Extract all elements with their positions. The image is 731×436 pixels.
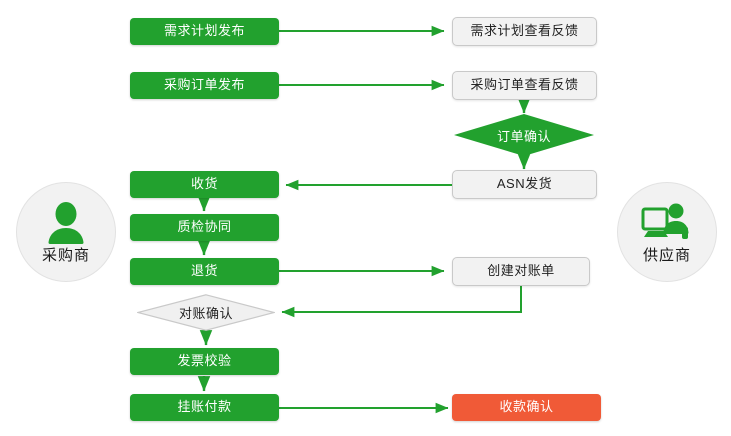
node-po-feedback-label: 采购订单查看反馈 <box>470 77 579 93</box>
node-receipt-confirm[interactable]: 收款确认 <box>452 394 601 421</box>
node-demand-plan-feedback[interactable]: 需求计划查看反馈 <box>452 17 597 46</box>
node-return-goods-label: 退货 <box>190 263 218 279</box>
node-payment-posting-label: 挂账付款 <box>177 399 232 415</box>
node-demand-plan-feedback-label: 需求计划查看反馈 <box>470 23 579 39</box>
actor-supplier[interactable]: 供应商 <box>617 182 717 282</box>
node-goods-receipt-label: 收货 <box>190 176 218 192</box>
node-asn-shipment-label: ASN发货 <box>496 176 553 192</box>
node-po-feedback[interactable]: 采购订单查看反馈 <box>452 71 597 100</box>
node-asn-shipment[interactable]: ASN发货 <box>452 170 597 199</box>
actor-supplier-label: 供应商 <box>642 247 691 264</box>
edge-create-statement-to-statement-confirm <box>281 286 522 318</box>
node-quality-collab[interactable]: 质检协同 <box>130 214 279 241</box>
actor-buyer[interactable]: 采购商 <box>16 182 116 282</box>
node-return-goods[interactable]: 退货 <box>130 258 279 285</box>
actor-buyer-label: 采购商 <box>41 247 90 264</box>
node-po-publish-label: 采购订单发布 <box>163 77 245 93</box>
node-goods-receipt[interactable]: 收货 <box>130 171 279 198</box>
node-invoice-verify[interactable]: 发票校验 <box>130 348 279 375</box>
node-create-statement-label: 创建对账单 <box>487 263 555 279</box>
person-icon <box>48 202 84 244</box>
node-order-confirm-label: 订单确认 <box>496 128 551 144</box>
node-receipt-confirm-label: 收款确认 <box>499 399 554 415</box>
node-demand-plan-publish[interactable]: 需求计划发布 <box>130 18 279 45</box>
node-quality-collab-label: 质检协同 <box>177 219 232 235</box>
node-demand-plan-publish-label: 需求计划发布 <box>163 23 245 39</box>
node-invoice-verify-label: 发票校验 <box>177 353 232 369</box>
person-with-computer-icon <box>641 203 689 239</box>
node-payment-posting[interactable]: 挂账付款 <box>130 394 279 421</box>
node-statement-confirm[interactable]: 对账确认 <box>137 294 275 331</box>
node-order-confirm[interactable]: 订单确认 <box>454 114 594 156</box>
node-statement-confirm-label: 对账确认 <box>178 306 233 321</box>
node-po-publish[interactable]: 采购订单发布 <box>130 72 279 99</box>
node-create-statement[interactable]: 创建对账单 <box>452 257 590 286</box>
